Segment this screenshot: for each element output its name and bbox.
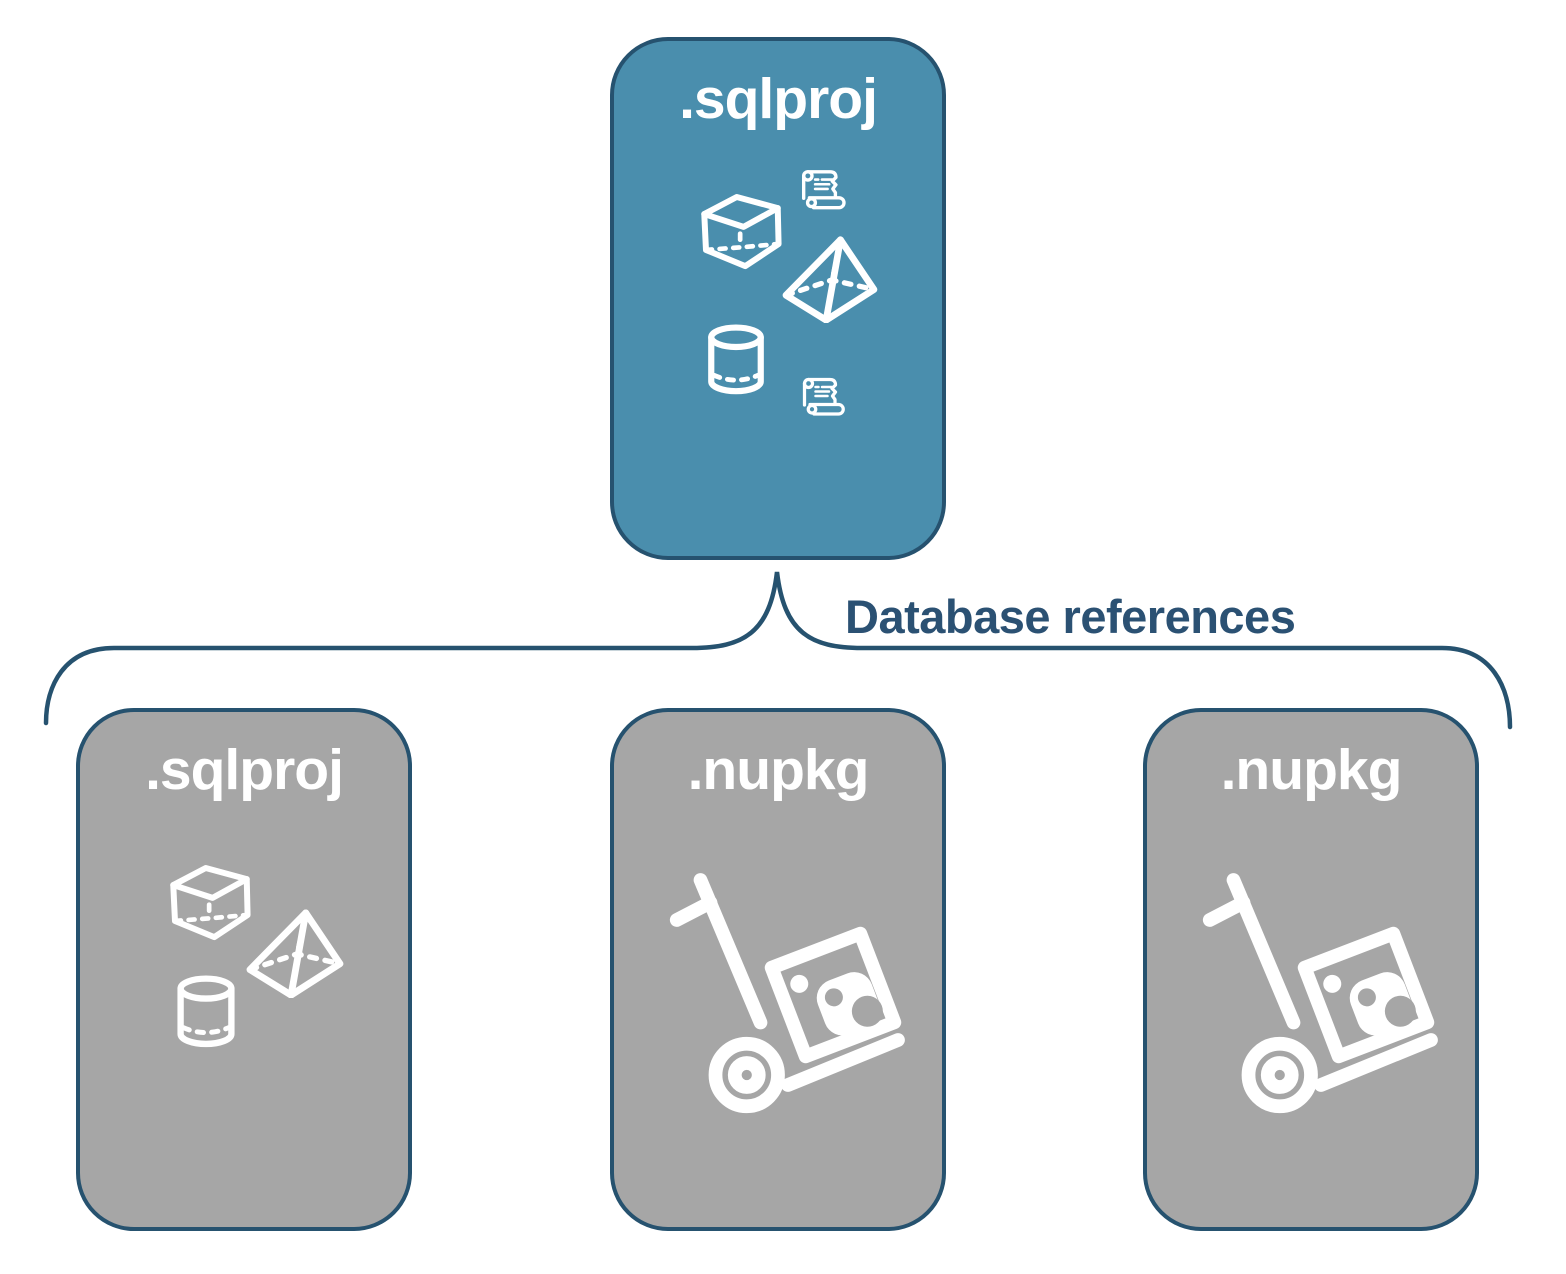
node-title: .nupkg xyxy=(1220,738,1403,802)
script-scroll-icon xyxy=(799,167,851,215)
cube-icon xyxy=(167,862,253,944)
pyramid-icon xyxy=(780,235,878,323)
script-scroll-icon xyxy=(800,374,850,422)
connector-label: Database references xyxy=(845,590,1296,643)
node-root-sqlproj: .sqlproj xyxy=(610,37,946,560)
package-dolly-icon xyxy=(668,864,918,1116)
cylinder-icon xyxy=(704,324,768,400)
node-child-sqlproj: .sqlproj xyxy=(76,708,412,1231)
pyramid-icon xyxy=(244,908,344,998)
node-child-nupkg-1: .nupkg xyxy=(610,708,946,1231)
node-child-nupkg-2: .nupkg xyxy=(1143,708,1479,1231)
node-title: .sqlproj xyxy=(145,738,344,802)
cylinder-icon xyxy=(173,975,239,1053)
cube-icon xyxy=(698,191,784,273)
node-title: .nupkg xyxy=(687,738,870,802)
node-title: .sqlproj xyxy=(679,67,878,131)
package-dolly-icon xyxy=(1201,864,1451,1116)
